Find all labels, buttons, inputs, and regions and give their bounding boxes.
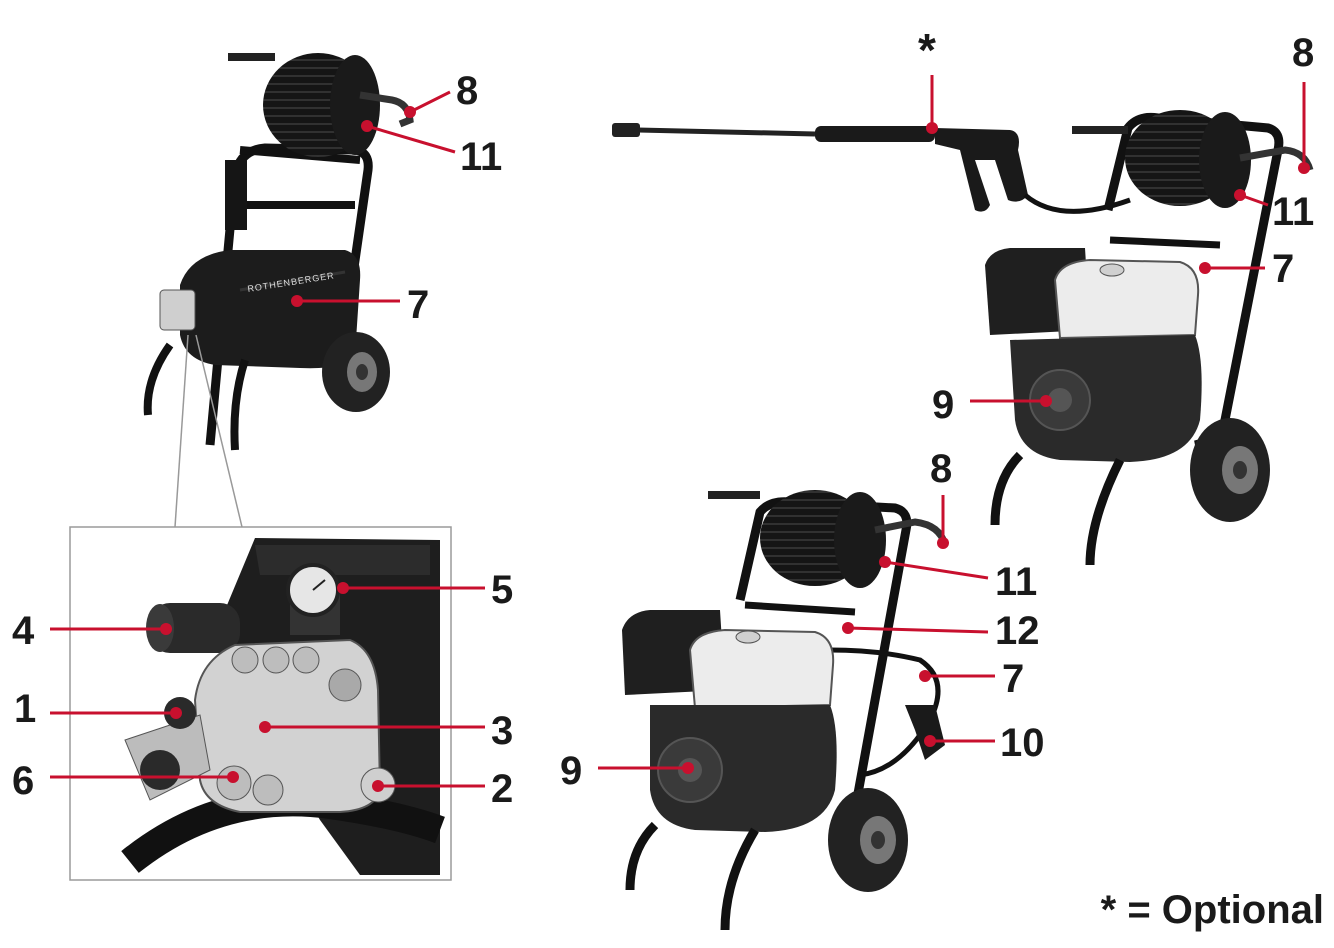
callout-3: 3 (491, 709, 513, 753)
callout-group-b: * 8 11 7 9 (918, 24, 1314, 427)
callout-8-c: 8 (930, 447, 952, 491)
callout-6: 6 (12, 759, 34, 803)
callout-9-b: 9 (932, 383, 954, 427)
callout-11-a: 11 (460, 135, 502, 179)
callout-11-b: 11 (1272, 190, 1314, 234)
callout-star: * (918, 24, 936, 76)
callout-group-detail: 5 4 1 3 6 2 (12, 568, 513, 811)
electric-machine: ROTHENBERGER (143, 53, 414, 451)
callout-group-a: 8 11 7 (291, 69, 502, 327)
callout-8-a: 8 (456, 69, 478, 113)
engine-machine-b (985, 110, 1314, 566)
callout-10: 10 (1000, 721, 1045, 765)
callout-12: 12 (995, 609, 1040, 653)
callout-1: 1 (14, 687, 36, 731)
callout-9-c: 9 (560, 749, 582, 793)
callout-7-b: 7 (1272, 247, 1294, 291)
engine-machine-c (622, 490, 949, 931)
callout-group-c: 8 11 12 7 10 9 (560, 447, 1045, 793)
spray-lance (612, 123, 1131, 214)
callout-11-c: 11 (995, 560, 1037, 604)
callout-5: 5 (491, 568, 513, 612)
callout-4: 4 (12, 609, 35, 653)
callout-2: 2 (491, 767, 513, 811)
pump-detail-inset (69, 526, 452, 881)
callout-7-a: 7 (407, 283, 429, 327)
callout-7-c: 7 (1002, 657, 1024, 701)
optional-legend: * = Optional (1100, 888, 1324, 932)
callout-8-b: 8 (1292, 31, 1314, 75)
